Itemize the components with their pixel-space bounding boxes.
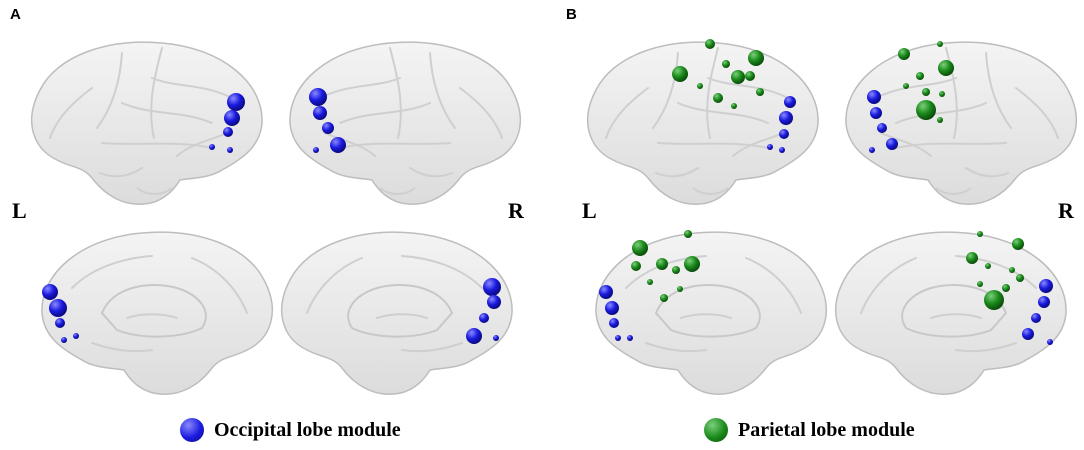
panel-letter-b: B xyxy=(566,6,577,23)
left-hemisphere-label-a: L xyxy=(12,198,27,223)
parietal-nodes-b xyxy=(631,39,1024,310)
occipital-nodes-b xyxy=(599,90,1053,345)
right-hemisphere-label-a: R xyxy=(508,198,524,223)
brain-b-left-medial xyxy=(594,231,828,396)
brain-a-left-medial xyxy=(40,231,274,396)
legend-parietal-label: Parietal lobe module xyxy=(738,418,915,441)
brain-b-right-lateral xyxy=(844,41,1078,206)
right-hemisphere-label-b: R xyxy=(1058,198,1074,223)
panel-letter-a: A xyxy=(10,6,21,23)
legend-parietal: Parietal lobe module xyxy=(704,418,915,442)
legend-parietal-dot xyxy=(704,418,728,442)
occipital-nodes-a xyxy=(42,88,501,344)
legend-occipital-dot xyxy=(180,418,204,442)
legend-occipital-label: Occipital lobe module xyxy=(214,418,401,441)
left-hemisphere-label-b: L xyxy=(582,198,597,223)
legend-occipital: Occipital lobe module xyxy=(180,418,401,442)
brain-figure xyxy=(30,39,1078,396)
brain-a-right-medial xyxy=(280,231,514,396)
brain-b-right-medial xyxy=(834,231,1068,396)
